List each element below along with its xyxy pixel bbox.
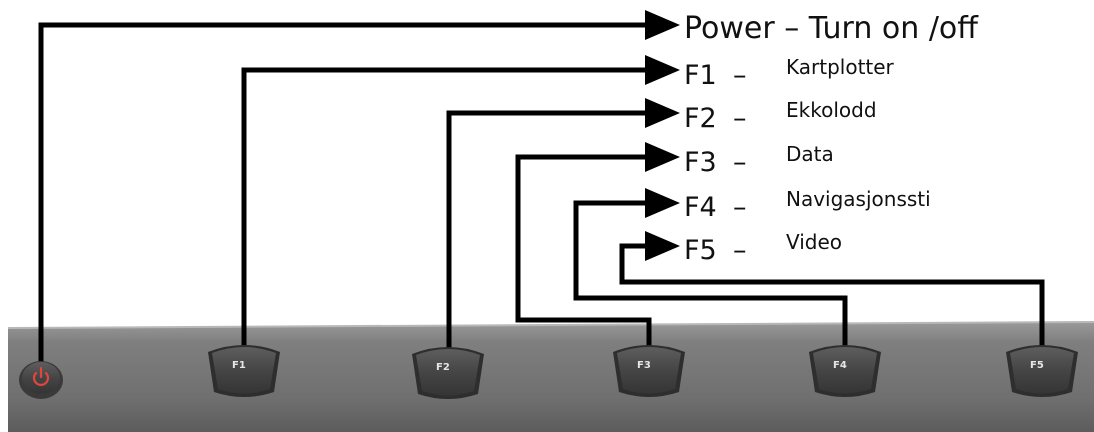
f3-button[interactable]: F3 <box>613 345 685 397</box>
f4-button[interactable]: F4 <box>809 345 881 397</box>
f4-button-label: F4 <box>833 360 847 371</box>
dash: – <box>733 60 747 91</box>
connector-f2 <box>446 98 680 352</box>
key-label: F2 <box>684 103 717 134</box>
description-label: Navigasjonssti <box>786 187 931 211</box>
device-panel <box>7 321 1094 432</box>
description-label: Video <box>786 230 842 254</box>
connector-f4 <box>573 188 848 348</box>
f2-button[interactable]: F2 <box>412 347 484 399</box>
power-button[interactable] <box>19 361 63 399</box>
f1-button-label: F1 <box>232 360 246 371</box>
connector-lines <box>38 10 1045 368</box>
dash: – <box>733 235 747 266</box>
f5-button[interactable]: F5 <box>1006 345 1078 397</box>
f3-button-label: F3 <box>637 360 651 371</box>
label-f4: F4 – Navigasjonssti <box>684 187 931 223</box>
labels: Power – Turn on /off F1 – Kartplotter F2… <box>684 11 979 266</box>
dash: – <box>733 192 747 223</box>
dash: – <box>733 147 747 178</box>
power-label: Power – Turn on /off <box>684 11 979 46</box>
key-label: F5 <box>684 235 717 266</box>
description-label: Kartplotter <box>786 55 895 79</box>
connector-f5 <box>619 231 1045 350</box>
key-label: F3 <box>684 147 717 178</box>
description-label: Ekkolodd <box>786 98 877 122</box>
label-f3: F3 – Data <box>684 142 834 178</box>
label-f1: F1 – Kartplotter <box>684 55 895 91</box>
label-f5: F5 – Video <box>684 230 842 266</box>
f1-button[interactable]: F1 <box>208 345 280 397</box>
description-label: Data <box>786 142 834 166</box>
connector-power <box>38 10 680 368</box>
power-icon <box>32 366 50 386</box>
dash: – <box>733 103 747 134</box>
key-label: F4 <box>684 192 717 223</box>
connector-f1 <box>241 55 680 350</box>
f5-button-label: F5 <box>1030 360 1044 371</box>
connector-f3 <box>515 142 680 348</box>
key-label: F1 <box>684 60 717 91</box>
label-f2: F2 – Ekkolodd <box>684 98 877 134</box>
f2-button-label: F2 <box>436 362 450 373</box>
